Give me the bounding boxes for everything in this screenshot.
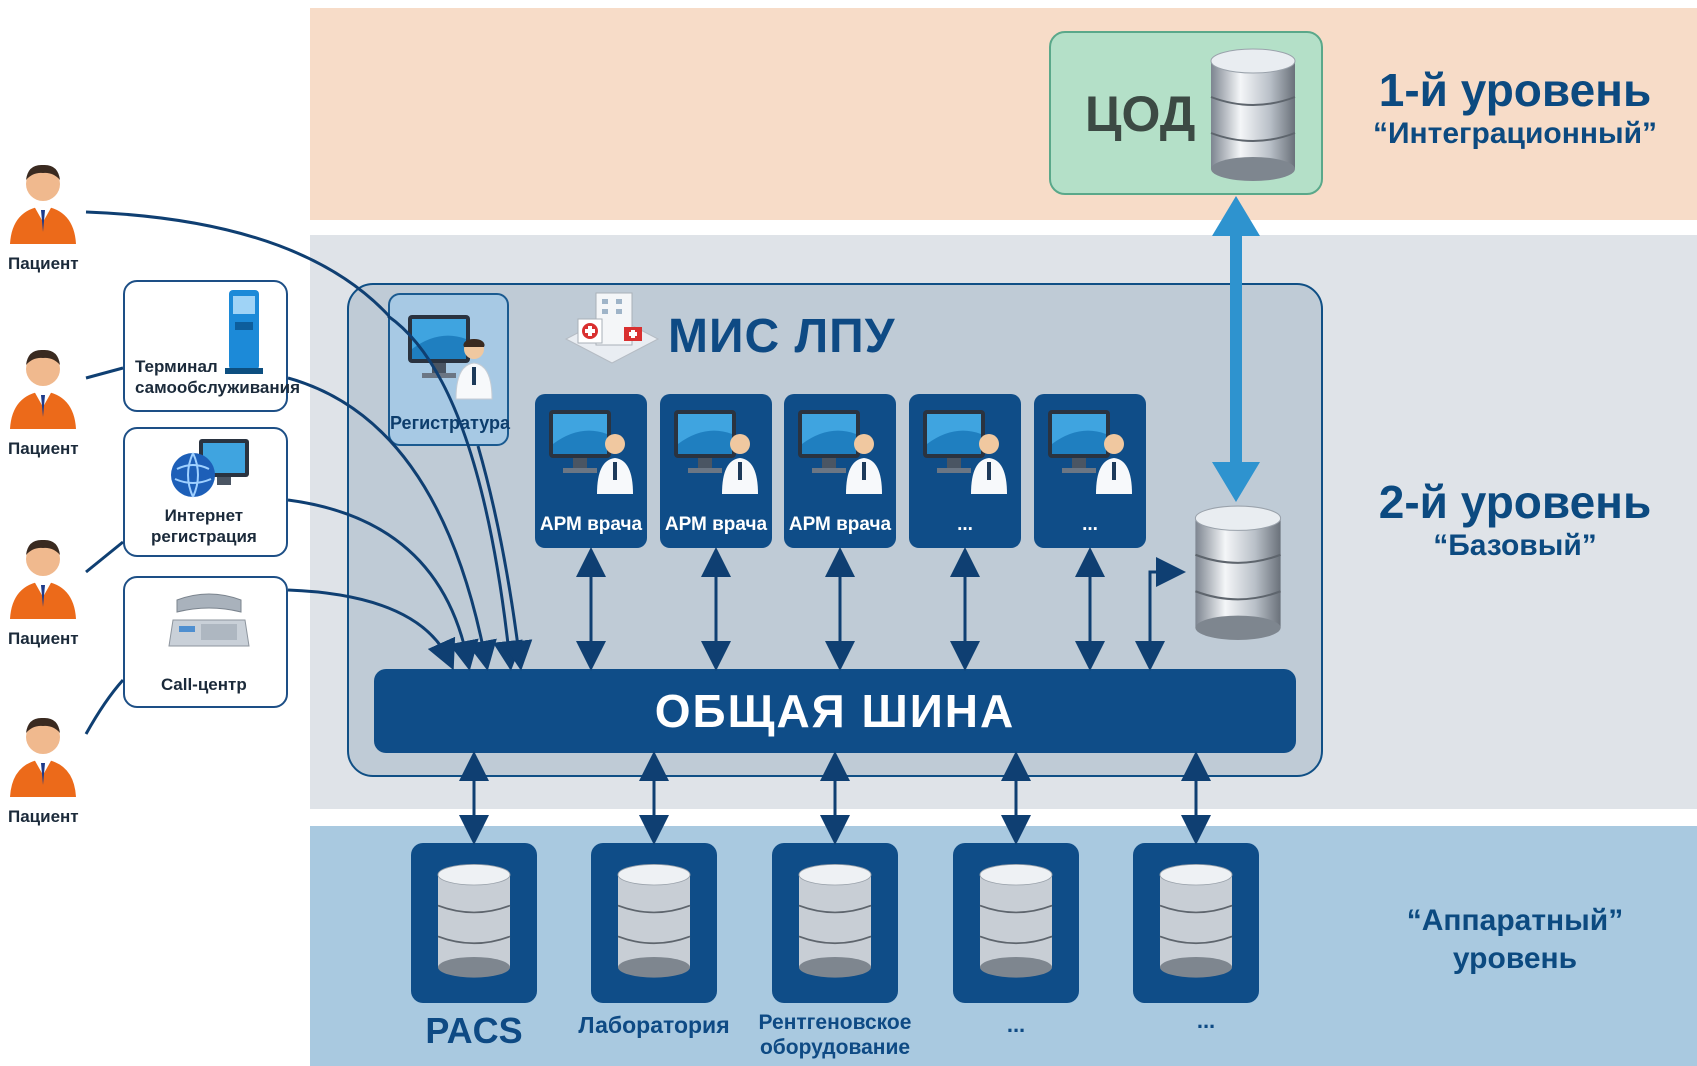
doctor-workstation-icon <box>923 410 1007 494</box>
hardware-level-title: “Аппаратный” уровень <box>1360 905 1670 974</box>
device-label-xray: Рентгеновское оборудование <box>758 1011 912 1060</box>
device-card <box>953 843 1079 1003</box>
level-1-line2: “Интеграционный” <box>1372 117 1658 151</box>
hardware-level-line2: уровень <box>1452 941 1578 975</box>
patient-label: Пациент <box>8 629 79 648</box>
hardware-level-line1: “Аппаратный” <box>1406 904 1624 937</box>
registry-box: Регистратура <box>388 293 511 446</box>
patient-icon <box>10 164 76 244</box>
internet-label-line2: регистрация <box>151 527 257 547</box>
internet-label-line1: Интернет <box>164 506 244 525</box>
patient-label: Пациент <box>8 254 79 273</box>
workstation-label: АРМ врача <box>788 514 892 535</box>
patient-link <box>85 210 391 318</box>
database-icon <box>617 864 691 978</box>
call-center-box: Call-центр <box>123 576 288 708</box>
data-center-link-arrow <box>1212 196 1260 502</box>
database-icon <box>1159 864 1233 978</box>
internet-registration-box: Интернет регистрация <box>123 427 288 557</box>
hospital-icon <box>564 292 660 364</box>
registry-arrow <box>476 445 533 671</box>
kiosk-icon <box>225 290 263 374</box>
patient-label: Пациент <box>8 807 79 826</box>
globe-computer-icon <box>171 439 249 498</box>
doctor-workstation-icon <box>798 410 882 494</box>
level-2-line1: 2-й уровень <box>1378 476 1652 528</box>
workstation-label: ... <box>957 514 973 535</box>
data-center-label: ЦОД <box>1085 86 1196 142</box>
terminal-label-line2: самообслуживания <box>135 378 301 398</box>
doctor-workstation-icon <box>408 315 493 400</box>
doctor-workstation-icon <box>549 410 633 494</box>
workstation-card: АРМ врача <box>535 394 647 548</box>
call-center-label: Call-центр <box>161 675 247 694</box>
patient: Пациент <box>8 160 79 273</box>
patient: Пациент <box>8 535 79 648</box>
patient-link <box>84 678 125 735</box>
database-icon <box>1210 48 1296 181</box>
device-card <box>591 843 717 1003</box>
terminal-label-line1: Терминал <box>135 357 218 376</box>
doctor-workstation-icon <box>674 410 758 494</box>
terminal-label: Терминал самообслуживания <box>135 356 300 399</box>
database-icon <box>798 864 872 978</box>
doctor-workstation-icon <box>1048 410 1132 494</box>
common-bus: ОБЩАЯ ШИНА <box>374 669 1296 753</box>
data-center-box: ЦОД <box>1049 31 1323 195</box>
device-label-more: ... <box>1196 1008 1216 1033</box>
level-1-title: 1-й уровень “Интеграционный” <box>1340 66 1690 150</box>
level-1-line1: 1-й уровень <box>1378 64 1652 116</box>
device-card <box>1133 843 1259 1003</box>
phone-icon <box>168 593 250 647</box>
channel-arrow <box>287 498 479 671</box>
patient-icon <box>10 717 76 797</box>
workstation-card: ... <box>1034 394 1146 548</box>
registry-label: Регистратура <box>390 413 511 433</box>
device-label-pacs: PACS <box>425 1010 523 1051</box>
database-icon <box>437 864 511 978</box>
workstation-label: АРМ врача <box>539 514 643 535</box>
channel-arrow <box>387 314 523 671</box>
device-card <box>411 843 537 1003</box>
patient: Пациент <box>8 713 79 826</box>
database-icon <box>979 864 1053 978</box>
internet-label: Интернет регистрация <box>151 505 257 548</box>
patient: Пациент <box>8 345 79 458</box>
workstation-label: АРМ врача <box>664 514 768 535</box>
patient-link <box>85 540 124 574</box>
mis-title: МИС ЛПУ <box>668 310 896 363</box>
device-label-laboratory: Лаборатория <box>578 1012 730 1038</box>
level-2-title: 2-й уровень “Базовый” <box>1340 478 1690 562</box>
patient-link <box>85 366 124 380</box>
workstation-card: АРМ врача <box>784 394 896 548</box>
channel-arrow <box>287 588 456 671</box>
workstation-card: АРМ врача <box>660 394 772 548</box>
database-icon <box>1194 505 1282 640</box>
integration-level-band <box>310 8 1697 220</box>
self-service-terminal-box: Терминал самообслуживания <box>123 280 300 412</box>
workstation-label: ... <box>1082 514 1098 535</box>
patient-label: Пациент <box>8 439 79 458</box>
device-card <box>772 843 898 1003</box>
workstation-card: ... <box>909 394 1021 548</box>
device-label-more: ... <box>1006 1012 1026 1037</box>
level-2-line2: “Базовый” <box>1433 529 1597 563</box>
patient-icon <box>10 349 76 429</box>
database-bus-arrow <box>1135 557 1186 671</box>
channel-arrow <box>287 376 497 671</box>
patient-icon <box>10 539 76 619</box>
